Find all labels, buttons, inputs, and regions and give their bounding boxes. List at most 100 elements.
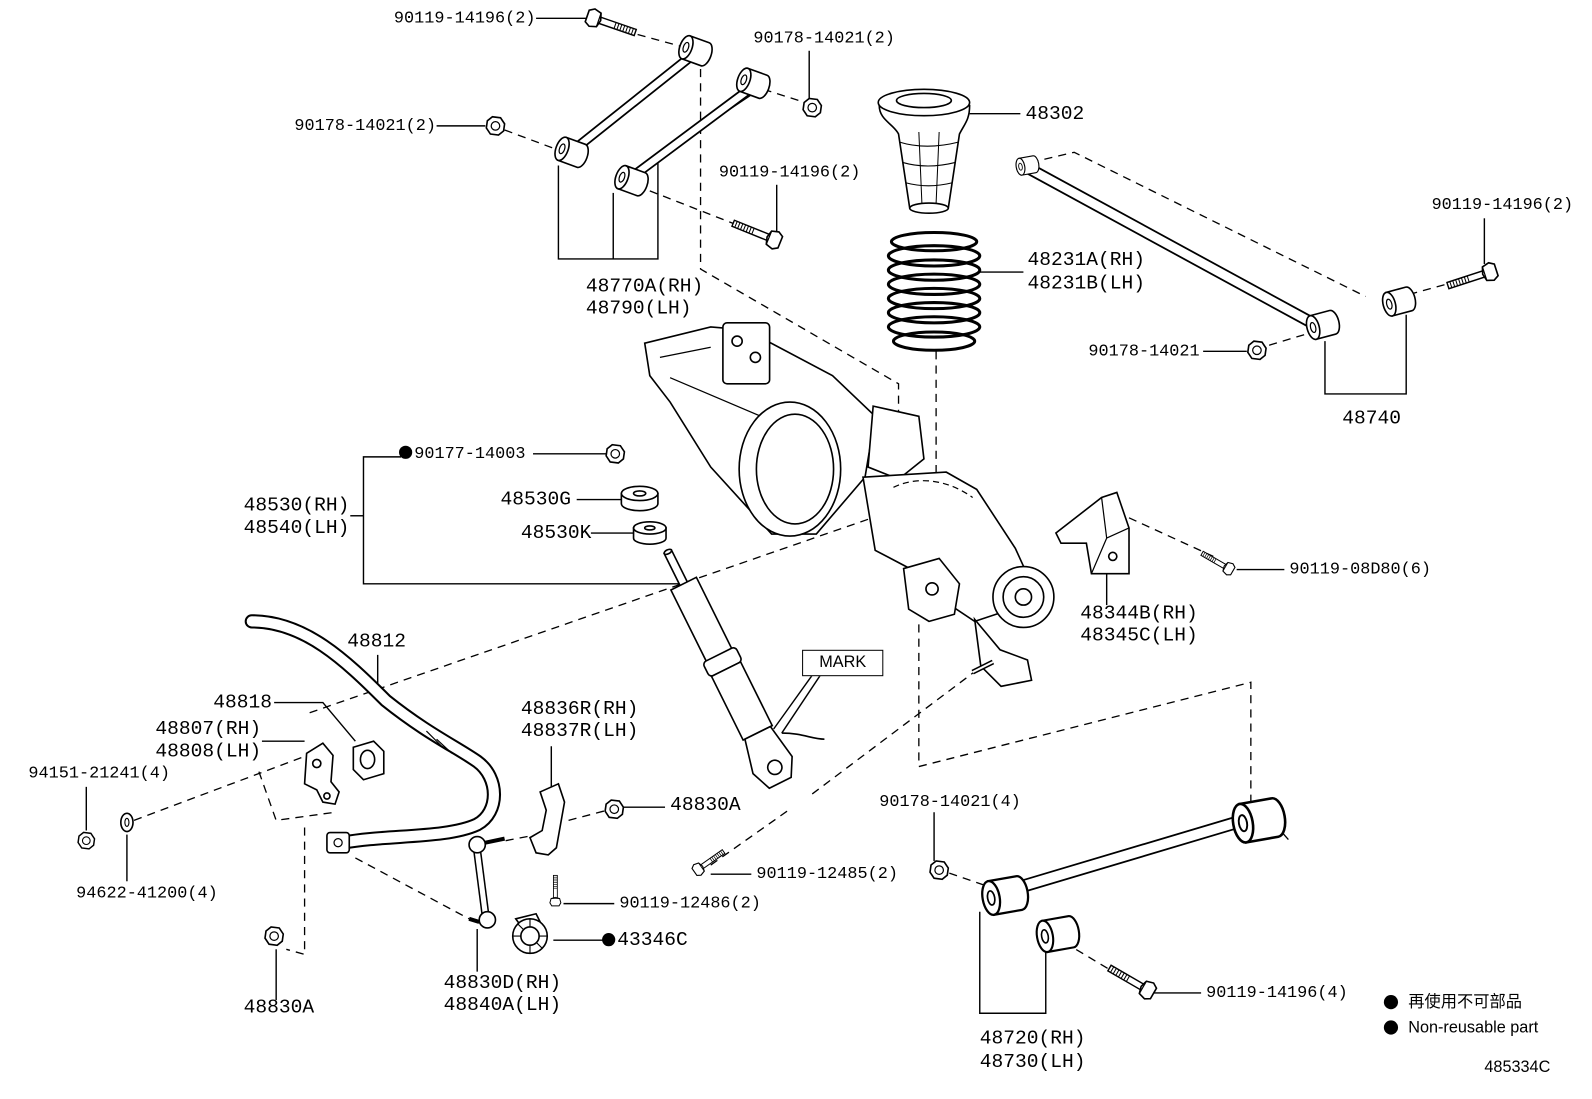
- link-bracket: [528, 782, 566, 856]
- part-number: 90119-14196(2): [718, 162, 861, 182]
- legend-item-en: Non-reusable part: [1383, 1017, 1539, 1039]
- stabilizer-bar: [244, 614, 502, 854]
- bushing: [1303, 308, 1343, 342]
- bushing: [1014, 154, 1041, 177]
- label-stabilizer-bar: 48812: [347, 631, 406, 653]
- label-nut-left: 90178-14021(2): [294, 116, 436, 136]
- bump-stopper: [877, 88, 971, 215]
- label-bolt-lower-arm: 90119-14196(4): [1206, 983, 1348, 1003]
- stabilizer-link: [468, 835, 506, 929]
- part-number-rh: 48530(RH): [243, 494, 350, 517]
- lower-control-arm: [978, 795, 1290, 955]
- nut: [485, 115, 506, 136]
- nut: [929, 860, 950, 881]
- bolt: [549, 874, 562, 907]
- part-number: 94622-41200(4): [76, 883, 218, 903]
- fasteners: [77, 6, 1500, 1003]
- bushing: [978, 873, 1032, 918]
- label-upper-control-arm: 48770A(RH)48790(LH): [586, 275, 703, 320]
- part-number-lh: 48730(LH): [979, 1050, 1086, 1074]
- label-bolt-link-bracket: 90119-12486(2): [619, 893, 761, 913]
- part-number-lh: 48808(LH): [155, 740, 262, 763]
- label-coil-spring: 48231A(RH)48231B(LH): [1027, 249, 1144, 296]
- nut: [605, 443, 626, 464]
- label-bolt-middle: 90119-14196(2): [719, 162, 861, 182]
- shock-bushings: [620, 485, 667, 546]
- part-number: 90119-12486(2): [619, 893, 761, 913]
- bushing: [1228, 795, 1290, 846]
- label-nut-link-lower: 48830A: [244, 996, 314, 1018]
- bolt: [728, 213, 785, 252]
- part-number-lh: 48840A(LH): [443, 993, 562, 1017]
- part-number-rh: 48770A(RH): [585, 275, 704, 298]
- part-number: 94151-21241(4): [28, 763, 170, 783]
- part-number-lh: 48540(LH): [243, 516, 350, 540]
- part-number-lh: 48837R(LH): [520, 719, 639, 743]
- part-number: 90119-14196(2): [393, 8, 536, 28]
- label-lateral-rod-bracket: 48344B(RH)48345C(LH): [1080, 602, 1197, 647]
- nut: [264, 926, 285, 947]
- nut: [1246, 340, 1267, 361]
- label-washer: 94622-41200(4): [76, 883, 218, 903]
- part-number: 48530G: [500, 488, 572, 511]
- non-reusable-dot-icon: [602, 933, 616, 947]
- diagram-id: 485334C: [1484, 1058, 1551, 1077]
- bolt: [583, 6, 640, 42]
- label-bolt-shock-lower: 90119-12485(2): [756, 864, 898, 884]
- lateral-control-rod: [1014, 154, 1419, 342]
- part-number: 90178-14021: [1088, 341, 1200, 361]
- part-number-lh: 48345C(LH): [1080, 624, 1198, 647]
- label-bolt-top: 90119-14196(2): [394, 8, 536, 28]
- nut: [802, 97, 823, 118]
- part-number: 90177-14003: [414, 443, 526, 463]
- part-number-rh: 48830D(RH): [443, 971, 562, 994]
- non-reusable-dot-icon: [1383, 1020, 1399, 1035]
- lateral-rod-bracket: [1054, 491, 1130, 575]
- label-shock-bushing-k: 48530K: [521, 522, 591, 544]
- part-number-lh: 48231B(LH): [1027, 272, 1145, 295]
- part-number: 43346C: [617, 928, 688, 952]
- non-reusable-dot-icon: [1383, 994, 1399, 1010]
- part-number-rh: 48836R(RH): [520, 697, 639, 720]
- part-number: 48302: [1025, 102, 1085, 125]
- bushing: [1033, 913, 1083, 955]
- rear-axle-housing: [643, 322, 1055, 688]
- part-number: 90178-14021(4): [879, 791, 1021, 812]
- part-number: 90119-14196(4): [1206, 982, 1348, 1003]
- part-number: 90119-14196(2): [1431, 194, 1574, 215]
- shock-wire: [781, 732, 825, 740]
- label-part-43346c: 43346C: [602, 929, 688, 951]
- part-number-rh: 48807(RH): [155, 717, 262, 741]
- bushing: [1379, 284, 1419, 319]
- legend-item-jp: 再使用不可部品: [1383, 992, 1522, 1014]
- bolt: [690, 845, 728, 878]
- coil-spring: [886, 230, 982, 352]
- part-number: 90119-12485(2): [756, 864, 898, 884]
- stabilizer-bushing: [352, 740, 385, 781]
- shock-absorber: [663, 548, 793, 790]
- part-number-rh: 48344B(RH): [1080, 602, 1198, 625]
- label-lateral-control-rod: 48740: [1342, 407, 1401, 429]
- label-bump-stopper: 48302: [1025, 103, 1084, 125]
- nut: [604, 799, 625, 820]
- mark-callout: MARK: [802, 649, 884, 677]
- label-link-bracket: 48836R(RH)48837R(LH): [521, 698, 638, 743]
- label-bolt-right: 90119-14196(2): [1432, 195, 1574, 215]
- label-nut-link-upper: 48830A: [670, 794, 740, 816]
- part-number: 48830A: [670, 793, 741, 817]
- label-nut-stabilizer: 94151-21241(4): [28, 764, 170, 784]
- label-nut-shock-top: 90177-14003: [399, 444, 525, 464]
- legend-text: Non-reusable part: [1408, 1019, 1539, 1037]
- stabilizer-bracket: [303, 742, 341, 806]
- label-shock-bushing-g: 48530G: [501, 488, 571, 510]
- non-reusable-dot-icon: [399, 445, 413, 459]
- part-number-rh: 48720(RH): [979, 1027, 1086, 1050]
- label-nut-lower-arm: 90178-14021(4): [879, 792, 1021, 812]
- label-bolt-bracket: 90119-08D80(6): [1289, 559, 1431, 579]
- upper-control-arm: [551, 32, 774, 199]
- part-number: 48830A: [243, 996, 315, 1019]
- label-nut-lateral-rod: 90178-14021: [1088, 341, 1199, 361]
- label-stabilizer-link: 48830D(RH)48840A(LH): [444, 972, 561, 1017]
